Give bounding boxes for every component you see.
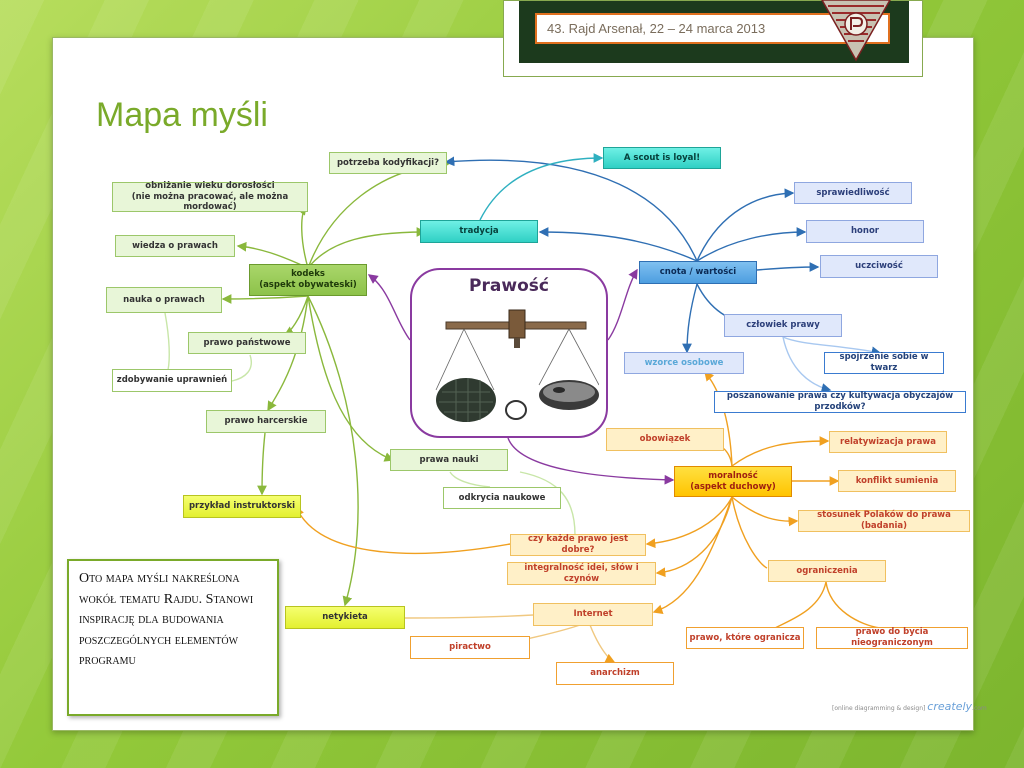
- node-spojrzenie-w-twarz[interactable]: spojrzenie sobie w twarz: [824, 352, 944, 374]
- credit-text: [online diagramming & design]: [832, 705, 926, 712]
- node-prawo-do-bycia[interactable]: prawo do bycia nieograniczonym: [816, 627, 968, 649]
- slide-title: Mapa myśli: [96, 96, 268, 134]
- description-note: Oto mapa myśli nakreślona wokół tematu R…: [67, 559, 279, 716]
- node-sprawiedliwosc[interactable]: sprawiedliwość: [794, 182, 912, 204]
- event-title: 43. Rajd Arsenał, 22 – 24 marca 2013: [535, 13, 890, 44]
- node-moralnosc[interactable]: moralność (aspekt duchowy): [674, 466, 792, 497]
- node-zdobywanie-uprawnien[interactable]: zdobywanie uprawnień: [112, 369, 232, 392]
- node-prawo-ktore-ogranicza[interactable]: prawo, które ogranicza: [686, 627, 804, 649]
- node-uczciwosc[interactable]: uczciwość: [820, 255, 938, 278]
- node-czlowiek-prawy[interactable]: człowiek prawy: [724, 314, 842, 337]
- node-poszanowanie-prawa[interactable]: poszanowanie prawa czy kultywacja obycza…: [714, 391, 966, 413]
- node-wzorce-osobowe[interactable]: wzorce osobowe: [624, 352, 744, 374]
- node-kodeks[interactable]: kodeks (aspekt obywateski): [249, 264, 367, 296]
- node-obnizanie-wieku[interactable]: obniżanie wieku dorosłości (nie można pr…: [112, 181, 308, 212]
- node-obowiazek[interactable]: obowiązek: [606, 428, 724, 451]
- node-integralnosc[interactable]: integralność idei, słów i czynów: [507, 562, 656, 585]
- node-internet[interactable]: Internet: [533, 603, 653, 626]
- node-nauka-o-prawach[interactable]: nauka o prawach: [106, 287, 222, 313]
- node-prawo-harcerskie[interactable]: prawo harcerskie: [206, 410, 326, 433]
- scout-emblem-icon: [821, 0, 891, 62]
- node-czy-kazde-prawo[interactable]: czy każde prawo jest dobre?: [510, 534, 646, 556]
- node-prawa-nauki[interactable]: prawa nauki: [390, 449, 508, 471]
- node-scout-loyal[interactable]: A scout is loyal!: [603, 147, 721, 169]
- node-wiedza-o-prawach[interactable]: wiedza o prawach: [115, 235, 235, 257]
- node-konflikt-sumienia[interactable]: konflikt sumienia: [838, 470, 956, 492]
- scales-of-justice-icon: [435, 309, 599, 422]
- node-honor[interactable]: honor: [806, 220, 924, 243]
- node-piractwo[interactable]: piractwo: [410, 636, 530, 659]
- node-potrzeba-kodyfikacji[interactable]: potrzeba kodyfikacji?: [329, 152, 447, 174]
- central-topic[interactable]: Prawość: [410, 268, 608, 438]
- central-topic-label: Prawość: [469, 276, 549, 296]
- node-ograniczenia[interactable]: ograniczenia: [768, 560, 886, 582]
- node-anarchizm[interactable]: anarchizm: [556, 662, 674, 685]
- creately-domain: .com: [972, 705, 987, 712]
- creately-credit: [online diagramming & design] creately.c…: [832, 700, 987, 713]
- node-cnota-wartosci[interactable]: cnota / wartości: [639, 261, 757, 284]
- node-relatywizacja[interactable]: relatywizacja prawa: [829, 431, 947, 453]
- node-tradycja[interactable]: tradycja: [420, 220, 538, 243]
- node-prawo-panstwowe[interactable]: prawo państwowe: [188, 332, 306, 354]
- node-netykieta[interactable]: netykieta: [285, 606, 405, 629]
- node-przyklad-instruktorski[interactable]: przykład instruktorski: [183, 495, 301, 518]
- creately-logo: creately: [927, 700, 973, 713]
- node-odkrycia-naukowe[interactable]: odkrycia naukowe: [443, 487, 561, 509]
- node-stosunek-polakow[interactable]: stosunek Polaków do prawa (badania): [798, 510, 970, 532]
